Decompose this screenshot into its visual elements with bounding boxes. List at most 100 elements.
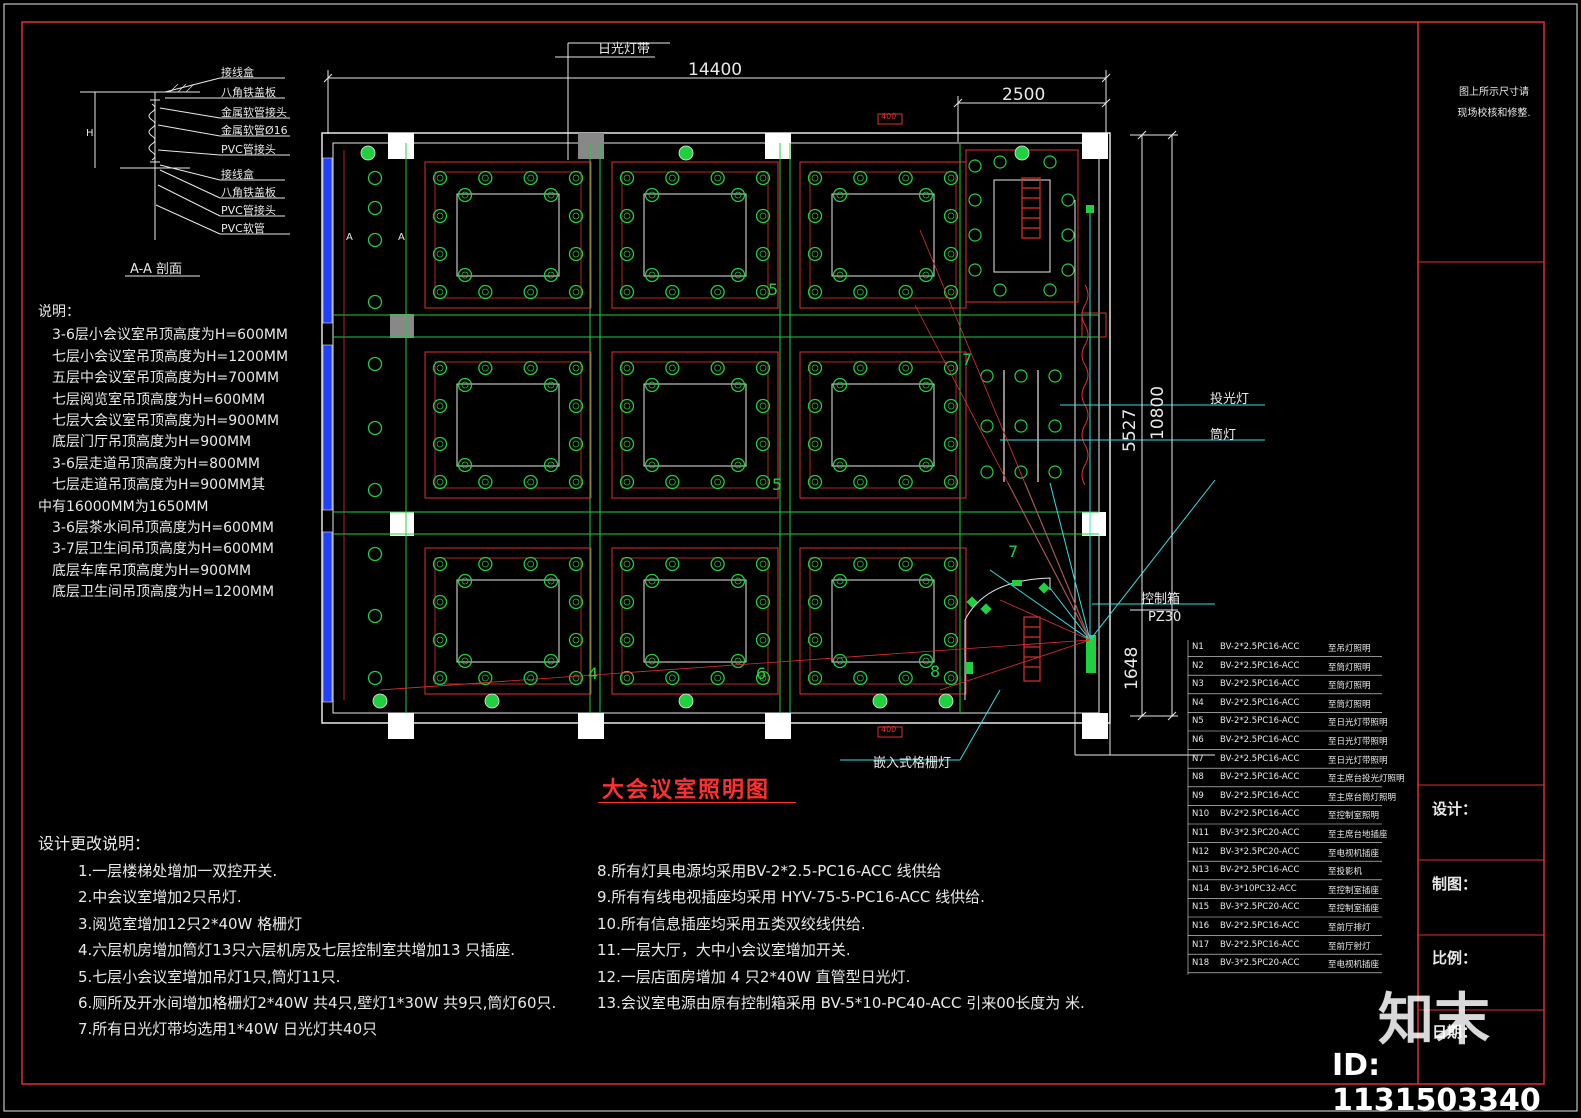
downlight-core	[902, 478, 910, 486]
wall-light	[938, 693, 954, 709]
downlight	[853, 360, 868, 376]
downlight-core	[759, 174, 767, 182]
downlight	[710, 556, 725, 572]
bay-outer	[799, 161, 967, 309]
callout-spotlight: 投光灯	[1210, 392, 1250, 407]
downlight-core	[572, 478, 580, 486]
downlight	[523, 474, 538, 490]
downlight-core	[648, 191, 656, 199]
note-item: 七层走道吊顶高度为H=900MM其	[52, 477, 266, 494]
bay-mid	[809, 557, 957, 685]
downlight	[807, 360, 823, 376]
circuit-cable: BV-2*2.5PC16-ACC	[1220, 660, 1300, 671]
circuit-cable: BV-2*2.5PC16-ACC	[1220, 753, 1300, 764]
circuit-mark: 6	[756, 664, 767, 683]
downlight-core	[947, 560, 955, 568]
left-downlights	[367, 170, 383, 686]
tb-drawn: 制图：	[1432, 875, 1478, 893]
circuit-desc: 至主席台投光灯照明	[1328, 774, 1405, 785]
downlight	[432, 246, 448, 262]
circuit-mark: 8	[930, 662, 941, 681]
downlight-core	[461, 191, 469, 199]
downlight	[644, 267, 660, 283]
downlight	[523, 360, 538, 376]
bay-mid	[434, 557, 582, 685]
bay-inner	[643, 579, 747, 663]
stage-curtain	[1081, 284, 1089, 486]
bay-mid	[809, 361, 957, 489]
section-label: 接线盒	[221, 168, 254, 181]
downlight	[523, 556, 538, 572]
downlight	[619, 284, 635, 300]
downlight-core	[759, 250, 767, 258]
downlight	[568, 436, 584, 452]
downlight-core	[547, 461, 555, 469]
downlight	[710, 474, 725, 490]
downlight-core	[436, 212, 444, 220]
downlight	[432, 436, 448, 452]
downlight	[807, 670, 823, 686]
circuit-cable: BV-3*2.5PC20-ACC	[1220, 828, 1300, 838]
circuit-cable: BV-3*2.5PC20-ACC	[1220, 902, 1300, 913]
downlight	[853, 284, 868, 300]
downlight-core	[572, 440, 580, 448]
downlight	[918, 653, 934, 669]
wall-light	[678, 693, 694, 709]
downlight	[710, 670, 725, 686]
downlight	[478, 474, 493, 490]
change-item: 13.会议室电源由原有控制箱采用 BV-5*10-PC40-ACC 引来00长度…	[597, 994, 1085, 1013]
downlight-core	[623, 674, 631, 682]
circuit-id: N7	[1192, 753, 1204, 764]
circuit-cable: BV-2*2.5PC16-ACC	[1220, 809, 1300, 820]
circuit-id: N8	[1192, 772, 1204, 783]
title-block-note: 图上所示尺寸请 现场校核和修整.	[1448, 82, 1540, 124]
ceiling-grid	[333, 143, 1099, 713]
downlight	[755, 246, 771, 262]
change-item: 4.六层机房增加筒灯13只六层机房及七层控制室共增加13 只插座.	[78, 941, 516, 960]
downlight	[543, 267, 559, 283]
downlight-core	[759, 674, 767, 682]
change-item: 10.所有信息插座均采用五类双绞线供给.	[597, 914, 866, 933]
building-outline	[321, 132, 1111, 724]
downlight-core	[811, 174, 819, 182]
downlight-core	[947, 598, 955, 606]
bay-inner	[456, 193, 560, 277]
downlight	[432, 474, 448, 490]
downlight	[568, 360, 584, 376]
downlight-core	[759, 560, 767, 568]
tb-note-line1: 图上所示尺寸请	[1459, 87, 1529, 98]
changes-heading: 设计更改说明：	[38, 834, 151, 853]
downlight	[665, 170, 680, 186]
downlight	[853, 670, 868, 686]
downlight-core	[856, 364, 864, 372]
change-item: 11.一层大厅，大中小会议室增加开关.	[597, 941, 851, 960]
downlight	[832, 573, 848, 589]
columns	[388, 133, 1108, 739]
downlight-core	[811, 288, 819, 296]
downlight	[755, 474, 771, 490]
change-item: 7.所有日光灯带均选用1*40W 日光灯共40只	[78, 1020, 378, 1039]
downlight	[755, 632, 771, 648]
downlight	[523, 170, 538, 186]
circuit-id: N17	[1192, 939, 1210, 950]
downlight-core	[481, 288, 489, 296]
downlight	[665, 474, 680, 490]
ceiling-bays	[360, 145, 1079, 709]
circuit-desc: 至控制室照明	[1328, 811, 1380, 822]
downlight	[943, 436, 959, 452]
downlight	[943, 556, 959, 572]
section-label: PVC软管	[221, 222, 265, 235]
downlight-core	[714, 560, 722, 568]
downlight	[457, 457, 473, 473]
bay-inner	[831, 193, 935, 277]
downlight	[730, 187, 746, 203]
downlight-core	[714, 364, 722, 372]
circuit-mark: 7	[1008, 542, 1019, 561]
downlight	[568, 556, 584, 572]
downlight-core	[811, 364, 819, 372]
downlight-core	[734, 657, 742, 665]
downlight-core	[572, 250, 580, 258]
downlight-core	[836, 577, 844, 585]
control-room-lights	[965, 205, 1096, 674]
downlight	[665, 556, 680, 572]
